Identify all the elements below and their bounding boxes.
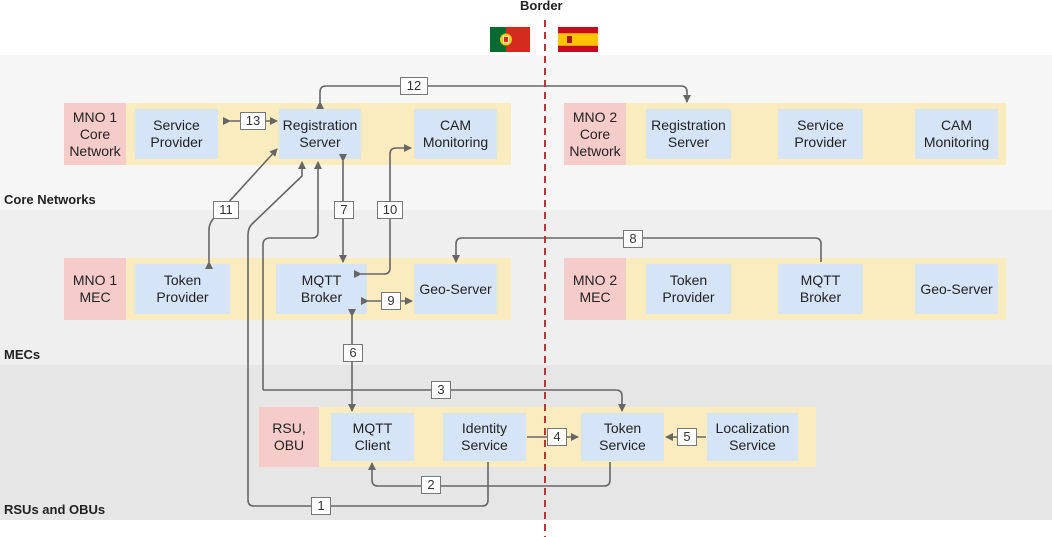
border-title: Border [520, 0, 563, 13]
step-7-label: 7 [334, 201, 354, 219]
flow-2-line [368, 462, 611, 487]
mno2-cam-monitoring: CAM Monitoring [915, 109, 998, 159]
mno1-core-network-label: MNO 1 Core Network [64, 103, 126, 165]
mno2-mqtt-broker: MQTT Broker [778, 264, 863, 314]
step-1-label: 1 [311, 497, 331, 515]
mno1-mec-label: MNO 1 MEC [64, 258, 126, 320]
mno2-geo-server: Geo-Server [915, 264, 998, 314]
step-5-label: 5 [677, 428, 697, 446]
localization-service: Localization Service [707, 413, 798, 461]
rsus-obus-label: RSUs and OBUs [4, 502, 106, 517]
mecs-label: MECs [4, 347, 41, 362]
step-11-label: 11 [213, 201, 239, 219]
step-8-label: 8 [623, 230, 643, 248]
flow-3-line-bottom [263, 389, 626, 412]
mno2-token-provider: Token Provider [646, 264, 731, 314]
identity-service: Identity Service [443, 413, 526, 461]
step-12-label: 12 [400, 77, 428, 95]
step-9-label: 9 [381, 292, 401, 310]
rsu-obu-label: RSU, OBU [259, 407, 319, 467]
spain-flag-icon [558, 27, 598, 52]
step-13-label: 13 [240, 112, 266, 130]
mno1-registration-server: Registration Server [279, 109, 361, 159]
mno1-service-provider: Service Provider [135, 109, 218, 159]
mno1-geo-server: Geo-Server [414, 264, 497, 314]
flow-12-line [316, 85, 691, 109]
step-10-label: 10 [377, 201, 403, 219]
core-networks-label: Core Networks [4, 192, 96, 207]
step-2-label: 2 [421, 476, 441, 494]
step-6-label: 6 [343, 344, 363, 362]
mno1-mqtt-broker: MQTT Broker [276, 264, 367, 314]
mno2-service-provider: Service Provider [778, 109, 863, 159]
token-service: Token Service [581, 413, 664, 461]
flow-3-line [262, 161, 322, 390]
step-3-label: 3 [431, 381, 451, 399]
mno2-core-network-label: MNO 2 Core Network [564, 103, 626, 165]
flow-1-line [247, 161, 489, 507]
mno1-cam-monitoring: CAM Monitoring [414, 109, 497, 159]
mno2-registration-server: Registration Server [646, 109, 731, 159]
mqtt-client: MQTT Client [331, 413, 414, 461]
step-4-label: 4 [547, 428, 567, 446]
portugal-flag-icon [490, 27, 530, 52]
mno2-mec-label: MNO 2 MEC [564, 258, 626, 320]
mno1-token-provider: Token Provider [135, 264, 230, 314]
